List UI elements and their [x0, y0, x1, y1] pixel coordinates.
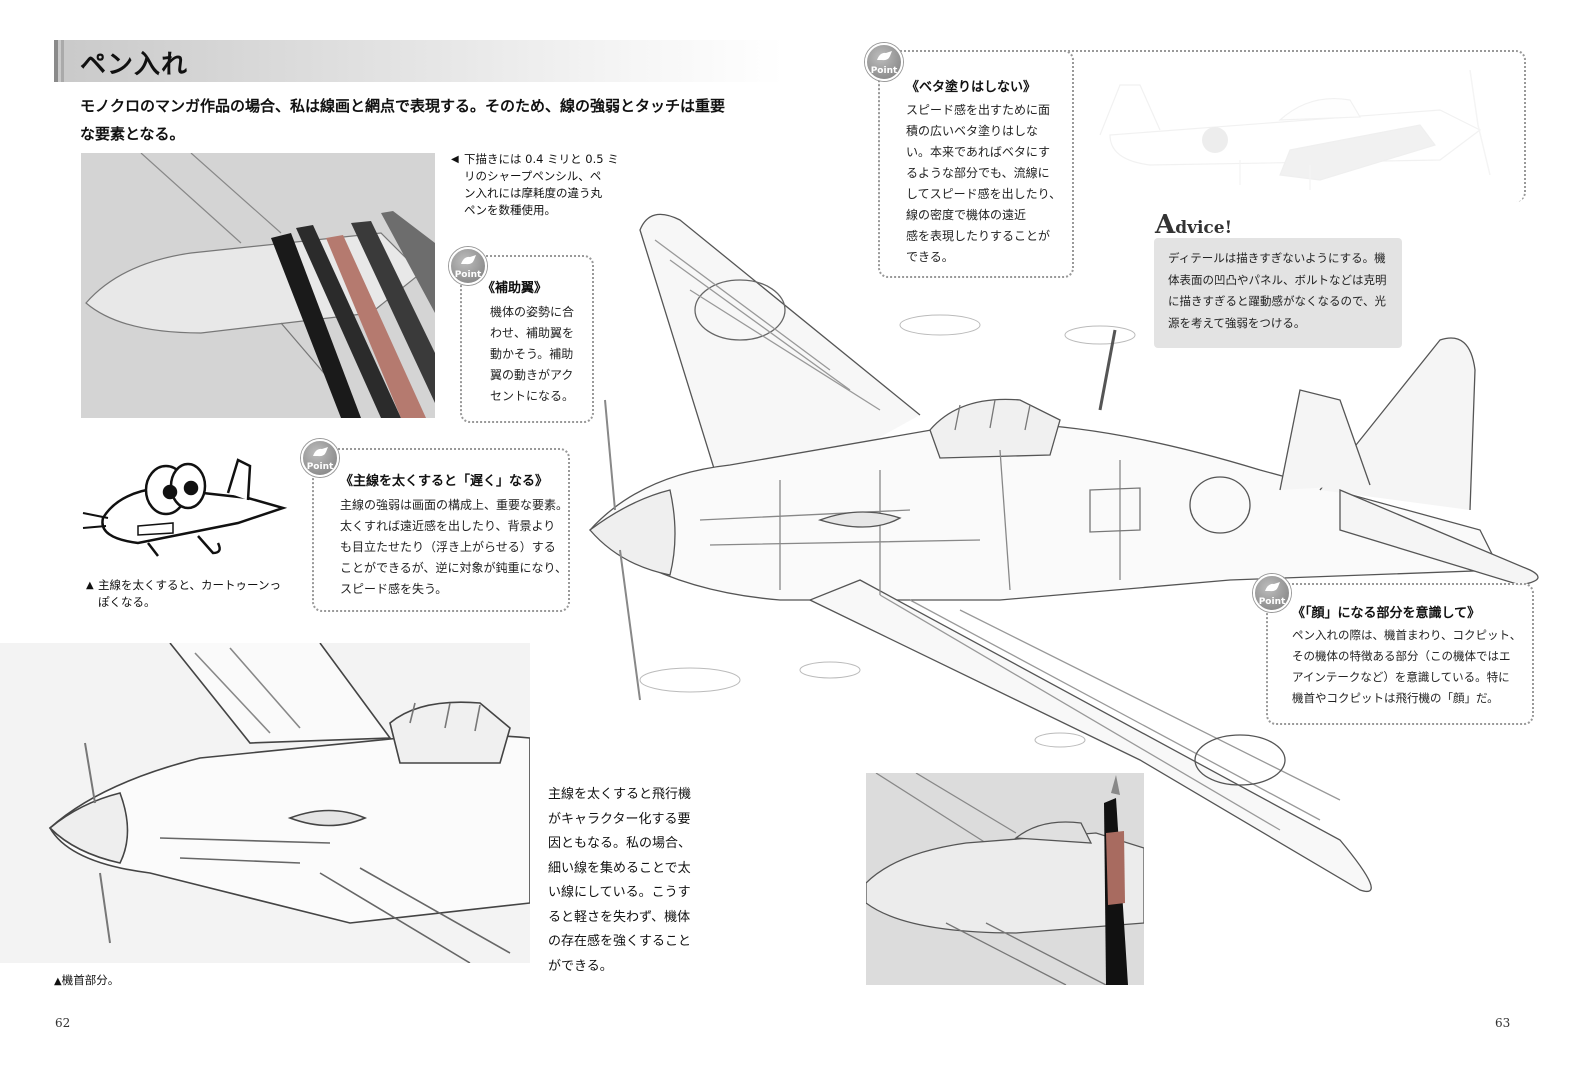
intro-text: モノクロのマンガ作品の場合、私は線画と網点で表現する。そのため、線の強弱とタッチ… [80, 92, 740, 148]
advice-line: ディテールは描きすぎないようにする。機 [1168, 251, 1386, 265]
point-box-line: ことができるが、逆に対象が鈍重になり、 [340, 561, 568, 575]
point-box-thick-line: 《主線を太くすると「遅く」なる》 主線の強弱は画面の構成上、重要な要素。 太くす… [312, 448, 570, 612]
body-text-line: ると軽さを失わず、機体 [548, 909, 691, 925]
caption-line: ぽくなる。 [98, 595, 156, 609]
point-box-line: 機体の姿勢に合 [490, 305, 575, 319]
point-box-line: その機体の特徴ある部分（この機体ではエ [1292, 649, 1511, 663]
point-box-line: セントになる。 [490, 389, 575, 403]
caption-line: 機首部分。 [61, 973, 120, 987]
point-box-line: い。本来であればベタにす [906, 145, 1051, 159]
point-box-line: スピード感を失う。 [340, 582, 448, 596]
point-box-line: も目立たせたり（浮き上がらせる）する [340, 540, 556, 554]
intro-line: な要素となる。 [80, 125, 185, 143]
intro-line: モノクロのマンガ作品の場合、私は線画と網点で表現する。そのため、線の強弱とタッチ… [80, 97, 726, 115]
body-text-line: 因ともなる。私の場合、 [548, 836, 692, 851]
advice-line: に描きすぎると躍動感がなくなるので、光 [1168, 294, 1387, 308]
caption-line: ペンを数種使用。 [464, 203, 556, 217]
point-box-line: 主線の強弱は画面の構成上、重要な要素。 [340, 498, 569, 512]
point-mascot-icon [461, 255, 476, 265]
point-box-line: 翼の動きがアク [490, 368, 574, 382]
advice-line: 体表面の凹凸やパネル、ボルトなどは克明 [1168, 272, 1387, 287]
point-badge: Point [1253, 574, 1291, 612]
caption-pointer-icon: ◀ [451, 154, 459, 165]
caption-line: 主線を太くすると、カートゥーンっ [98, 578, 281, 592]
section-header-band [54, 40, 784, 82]
pen-closeup-photo [866, 773, 1144, 985]
nose-closeup-photo [0, 643, 530, 963]
point-box-line: 感を表現したりすることが [906, 229, 1051, 243]
point-box-line: スピード感を出すために面 [906, 103, 1051, 117]
point-box-line: 線の密度で機体の遠近 [906, 208, 1027, 222]
point-box-line: 積の広いベタ塗りはしな [906, 124, 1039, 138]
body-text-line: ができる。 [548, 958, 613, 974]
advice-heading: Advice! [1155, 210, 1232, 240]
main-airplane-illustration [589, 213, 1539, 892]
caption-pointer-icon: ▲ [86, 580, 94, 591]
caption-pointer-icon: ▲ [54, 976, 62, 987]
caption-line: 下描きには 0.4 ミリと 0.5 ミ [464, 152, 619, 166]
body-text-line: い線にしている。こうす [548, 885, 691, 900]
point-box-face: 《「顔」になる部分を意識して》 ペン入れの際は、機首まわり、コクピット、 その機… [1266, 583, 1534, 725]
body-text-line: の存在感を強くすること [548, 934, 692, 949]
body-text-line: 主線を太くすると飛行機 [548, 787, 692, 802]
point-mascot-icon [313, 447, 328, 457]
advice-line: 源を考えて強弱をつける。 [1168, 315, 1306, 330]
point-mascot-icon [1265, 582, 1280, 592]
point-badge-label: Point [870, 66, 898, 76]
point-box-line: 太くすれば遠近感を出したり、背景より [340, 519, 556, 533]
point-box-line: できる。 [906, 250, 954, 264]
body-text-column: 主線を太くすると飛行機 がキャラクター化する要 因ともなる。私の場合、 細い線を… [548, 783, 728, 979]
pens-photo [81, 153, 435, 418]
point-box-beta-body: 《ベタ塗りはしない》 スピード感を出すために面 積の広いベタ塗りはしな い。本来… [878, 50, 1074, 278]
advice-heading-rest: dvice! [1175, 218, 1233, 238]
cartoon-caption: ▲ 主線を太くすると、カートゥーンっ ぽくなる。 [86, 577, 286, 611]
point-box-title: 《「顔」になる部分を意識して》 [1292, 606, 1481, 621]
point-box-line: してスピード感を出したり、 [906, 187, 1062, 201]
point-badge-label: Point [306, 462, 334, 472]
point-mascot-icon [877, 51, 892, 61]
nose-caption: ▲機首部分。 [54, 972, 119, 990]
point-badge-label: Point [454, 270, 482, 280]
cartoon-airplane-sketch [82, 458, 288, 557]
point-box-title: 《補助翼》 [482, 281, 548, 296]
point-badge-label: Point [1258, 597, 1286, 607]
point-badge: Point [865, 43, 903, 81]
point-box-line: わせ、補助翼を [490, 326, 575, 340]
caption-line: ン入れには摩耗度の違う丸 [464, 186, 602, 200]
point-box-line: 動かそう。補助 [490, 347, 574, 361]
body-text-line: 細い線を集めることで太 [548, 860, 691, 876]
point-box-title: 《ベタ塗りはしない》 [906, 80, 1037, 95]
point-box-line: るような部分でも、流線に [906, 166, 1050, 180]
advice-box: ディテールは描きすぎないようにする。機 体表面の凹凸やパネル、ボルトなどは克明 … [1154, 238, 1402, 348]
tools-caption: ◀ 下描きには 0.4 ミリと 0.5 ミ リのシャープペンシル、ペ ン入れには… [451, 151, 641, 219]
page-number-left: 62 [55, 1016, 71, 1030]
page-number-right: 63 [1495, 1016, 1511, 1030]
body-text-line: がキャラクター化する要 [548, 811, 691, 827]
point-box-aileron: 《補助翼》 機体の姿勢に合 わせ、補助翼を 動かそう。補助 翼の動きがアク セン… [460, 255, 594, 423]
point-box-line: アインテークなど）を意識している。特に [1292, 670, 1510, 684]
point-box-line: ペン入れの際は、機首まわり、コクピット、 [1292, 628, 1522, 642]
point-box-title: 《主線を太くすると「遅く」なる》 [340, 474, 549, 489]
point-badge: Point [301, 439, 339, 477]
point-badge: Point [449, 247, 487, 285]
point-box-line: 機首やコクピットは飛行機の「顔」だ。 [1292, 691, 1499, 705]
header-accent-bars [54, 40, 68, 82]
caption-line: リのシャープペンシル、ペ [464, 169, 602, 183]
section-title: ペン入れ [80, 50, 189, 80]
advice-heading-initial: A [1155, 210, 1176, 240]
